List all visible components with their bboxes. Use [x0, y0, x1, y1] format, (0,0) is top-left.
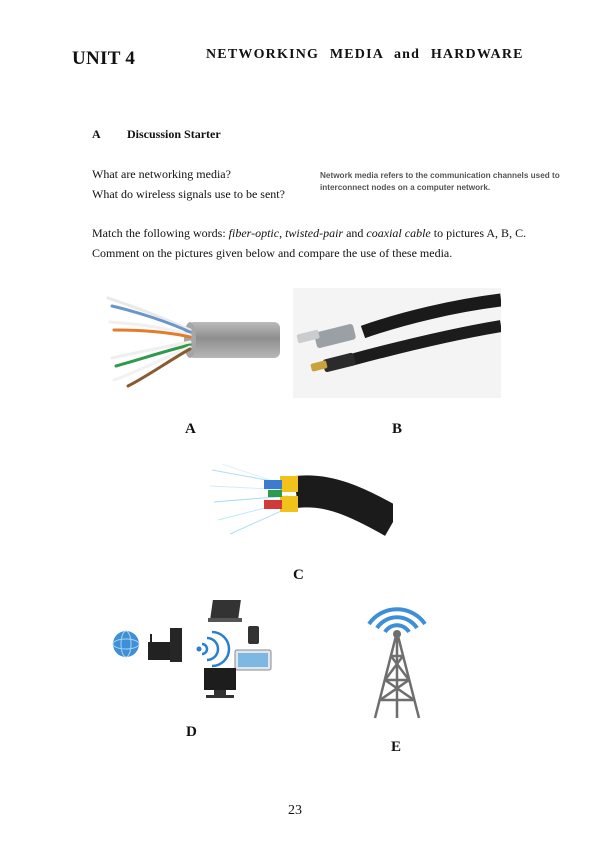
term-coaxial-cable: coaxial cable [366, 226, 431, 240]
label-a: A [185, 421, 196, 437]
twisted-pair-cable-image [106, 296, 280, 388]
label-b: B [392, 421, 403, 437]
label-c: C [293, 567, 304, 583]
wireless-network-image [112, 600, 272, 698]
match-prefix: Match the following words: [92, 226, 229, 240]
unit-title: NETWORKING MEDIA and HARDWARE [206, 47, 524, 62]
label-e: E [391, 739, 402, 755]
coaxial-cable-image [293, 288, 501, 398]
section-letter: A [92, 127, 101, 141]
section-title: Discussion Starter [127, 127, 221, 141]
match-suffix: to pictures A, B, C. [430, 226, 527, 240]
label-d: D [186, 724, 197, 740]
fiber-optic-cable-image [209, 463, 393, 536]
comment-instruction: Comment on the pictures given below and … [92, 246, 453, 260]
match-instruction: Match the following words: fiber-optic, … [92, 225, 526, 242]
definition-note: Network media refers to the communicatio… [320, 171, 560, 192]
match-sep-1: , [279, 226, 286, 240]
term-twisted-pair: twisted-pair [285, 226, 344, 240]
unit-heading: UNIT 4 [72, 48, 136, 69]
page-number: 23 [288, 803, 302, 818]
radio-tower-image [367, 607, 427, 719]
term-fiber-optic: fiber-optic [228, 226, 280, 240]
question-1: What are networking media? [92, 167, 231, 181]
question-2: What do wireless signals use to be sent? [92, 187, 285, 201]
match-sep-2: and [343, 226, 367, 240]
